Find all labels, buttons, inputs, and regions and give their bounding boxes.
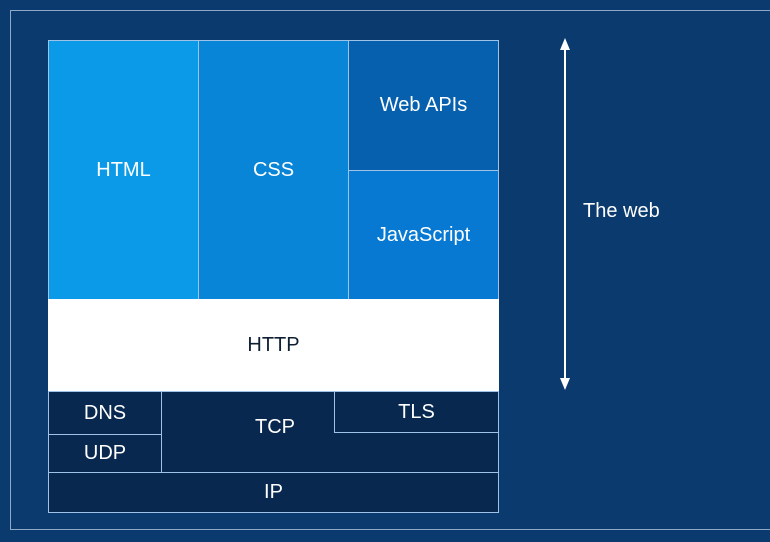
tls-layer-label: TLS bbox=[398, 400, 435, 423]
html-layer-label: HTML bbox=[96, 158, 151, 181]
double-arrow-icon bbox=[560, 38, 570, 390]
html-layer: HTML bbox=[48, 40, 199, 300]
web-apis-layer-label: Web APIs bbox=[379, 94, 468, 116]
udp-layer: UDP bbox=[48, 434, 162, 473]
tcp-layer-label: TCP bbox=[255, 416, 295, 438]
web-apis-layer: Web APIs bbox=[348, 40, 499, 171]
tls-layer: TLS bbox=[334, 391, 499, 433]
dns-layer-label: DNS bbox=[83, 401, 127, 424]
http-layer: HTTP bbox=[48, 299, 499, 392]
http-layer-label: HTTP bbox=[247, 334, 300, 356]
dns-layer: DNS bbox=[48, 391, 162, 435]
ip-layer-label: IP bbox=[264, 481, 283, 503]
css-layer: CSS bbox=[198, 40, 349, 300]
the-web-label: The web bbox=[583, 200, 660, 222]
slide-frame bbox=[10, 10, 770, 530]
javascript-layer-label: JavaScript bbox=[376, 223, 471, 246]
udp-layer-label: UDP bbox=[83, 442, 127, 464]
javascript-layer: JavaScript bbox=[348, 170, 499, 300]
ip-layer: IP bbox=[48, 472, 499, 513]
css-layer-label: CSS bbox=[252, 158, 295, 181]
